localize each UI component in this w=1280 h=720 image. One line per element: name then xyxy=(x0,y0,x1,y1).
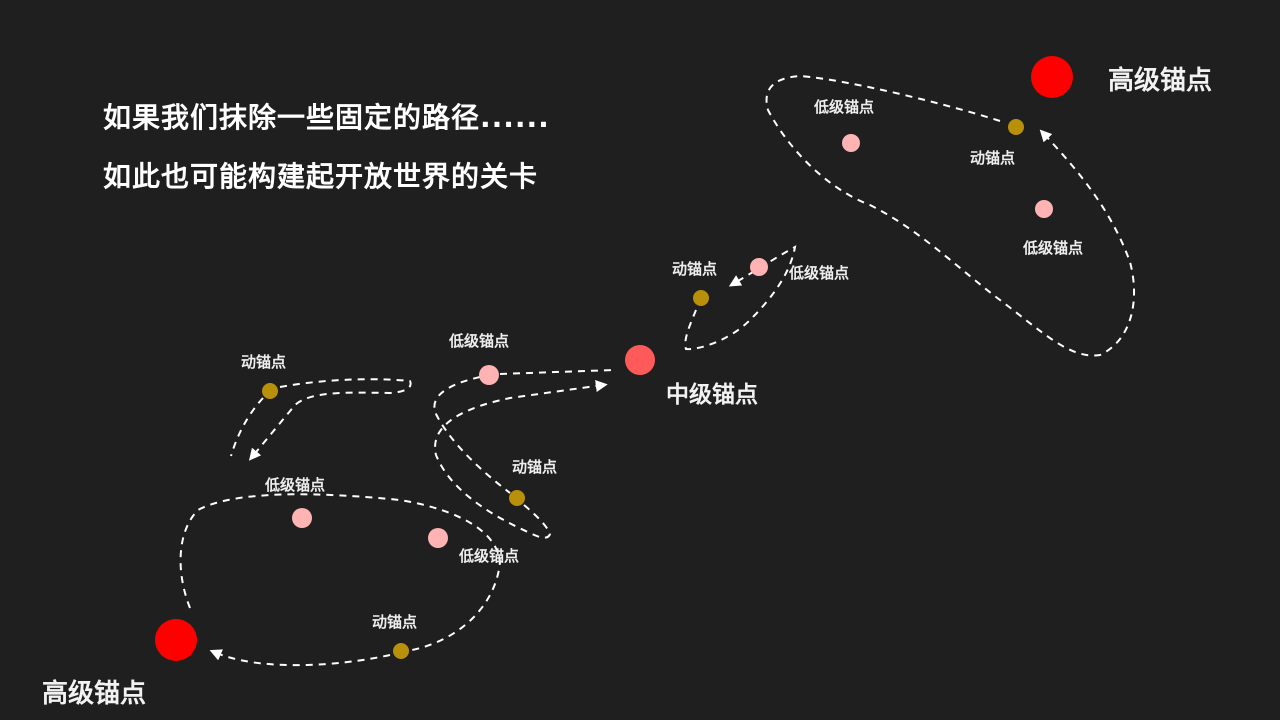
low-anchor-node xyxy=(1035,200,1053,218)
mid-anchor-label: 中级锚点 xyxy=(666,382,758,408)
heading-line-2: 如此也可能构建起开放世界的关卡 xyxy=(103,160,539,193)
low-anchor-node xyxy=(292,508,312,528)
low-anchor-label: 低级锚点 xyxy=(459,547,520,565)
dynamic-anchor-node xyxy=(1008,119,1024,135)
path-top-left-b xyxy=(230,397,264,457)
dynamic-anchor-node xyxy=(262,383,278,399)
low-anchor-node xyxy=(479,365,499,385)
path-upper-loop xyxy=(765,74,1136,357)
dynamic-anchor-node xyxy=(693,290,709,306)
path-middle-loop xyxy=(433,377,603,539)
dynamic-anchor-node xyxy=(393,643,409,659)
dynamic-anchor-label: 动锚点 xyxy=(970,149,1016,167)
heading-line-1: 如果我们抹除一些固定的路径...... xyxy=(103,101,550,134)
high-anchor-label: 高级锚点 xyxy=(42,679,147,709)
path-bottom-loop xyxy=(179,493,502,651)
dynamic-anchor-label: 动锚点 xyxy=(512,458,558,476)
high-anchor-node xyxy=(155,619,197,661)
dynamic-anchor-label: 动锚点 xyxy=(241,353,287,371)
high-anchor-node xyxy=(1031,56,1073,98)
low-anchor-label: 低级锚点 xyxy=(1023,239,1084,257)
high-anchor-label: 高级锚点 xyxy=(1108,66,1213,96)
low-anchor-label: 低级锚点 xyxy=(814,98,875,116)
low-anchor-label: 低级锚点 xyxy=(265,476,326,494)
dynamic-anchor-node xyxy=(509,490,525,506)
low-anchor-node xyxy=(428,528,448,548)
low-anchor-node xyxy=(842,134,860,152)
mid-anchor-node xyxy=(625,345,655,375)
dynamic-anchor-label: 动锚点 xyxy=(672,260,718,278)
path-bottom-return xyxy=(209,649,391,667)
dynamic-anchor-label: 动锚点 xyxy=(372,613,418,631)
low-anchor-label: 低级锚点 xyxy=(449,332,510,350)
low-anchor-node xyxy=(750,258,768,276)
low-anchor-label: 低级锚点 xyxy=(789,264,850,282)
path-top-left-a xyxy=(248,378,412,461)
path-low-to-mid xyxy=(499,369,615,375)
